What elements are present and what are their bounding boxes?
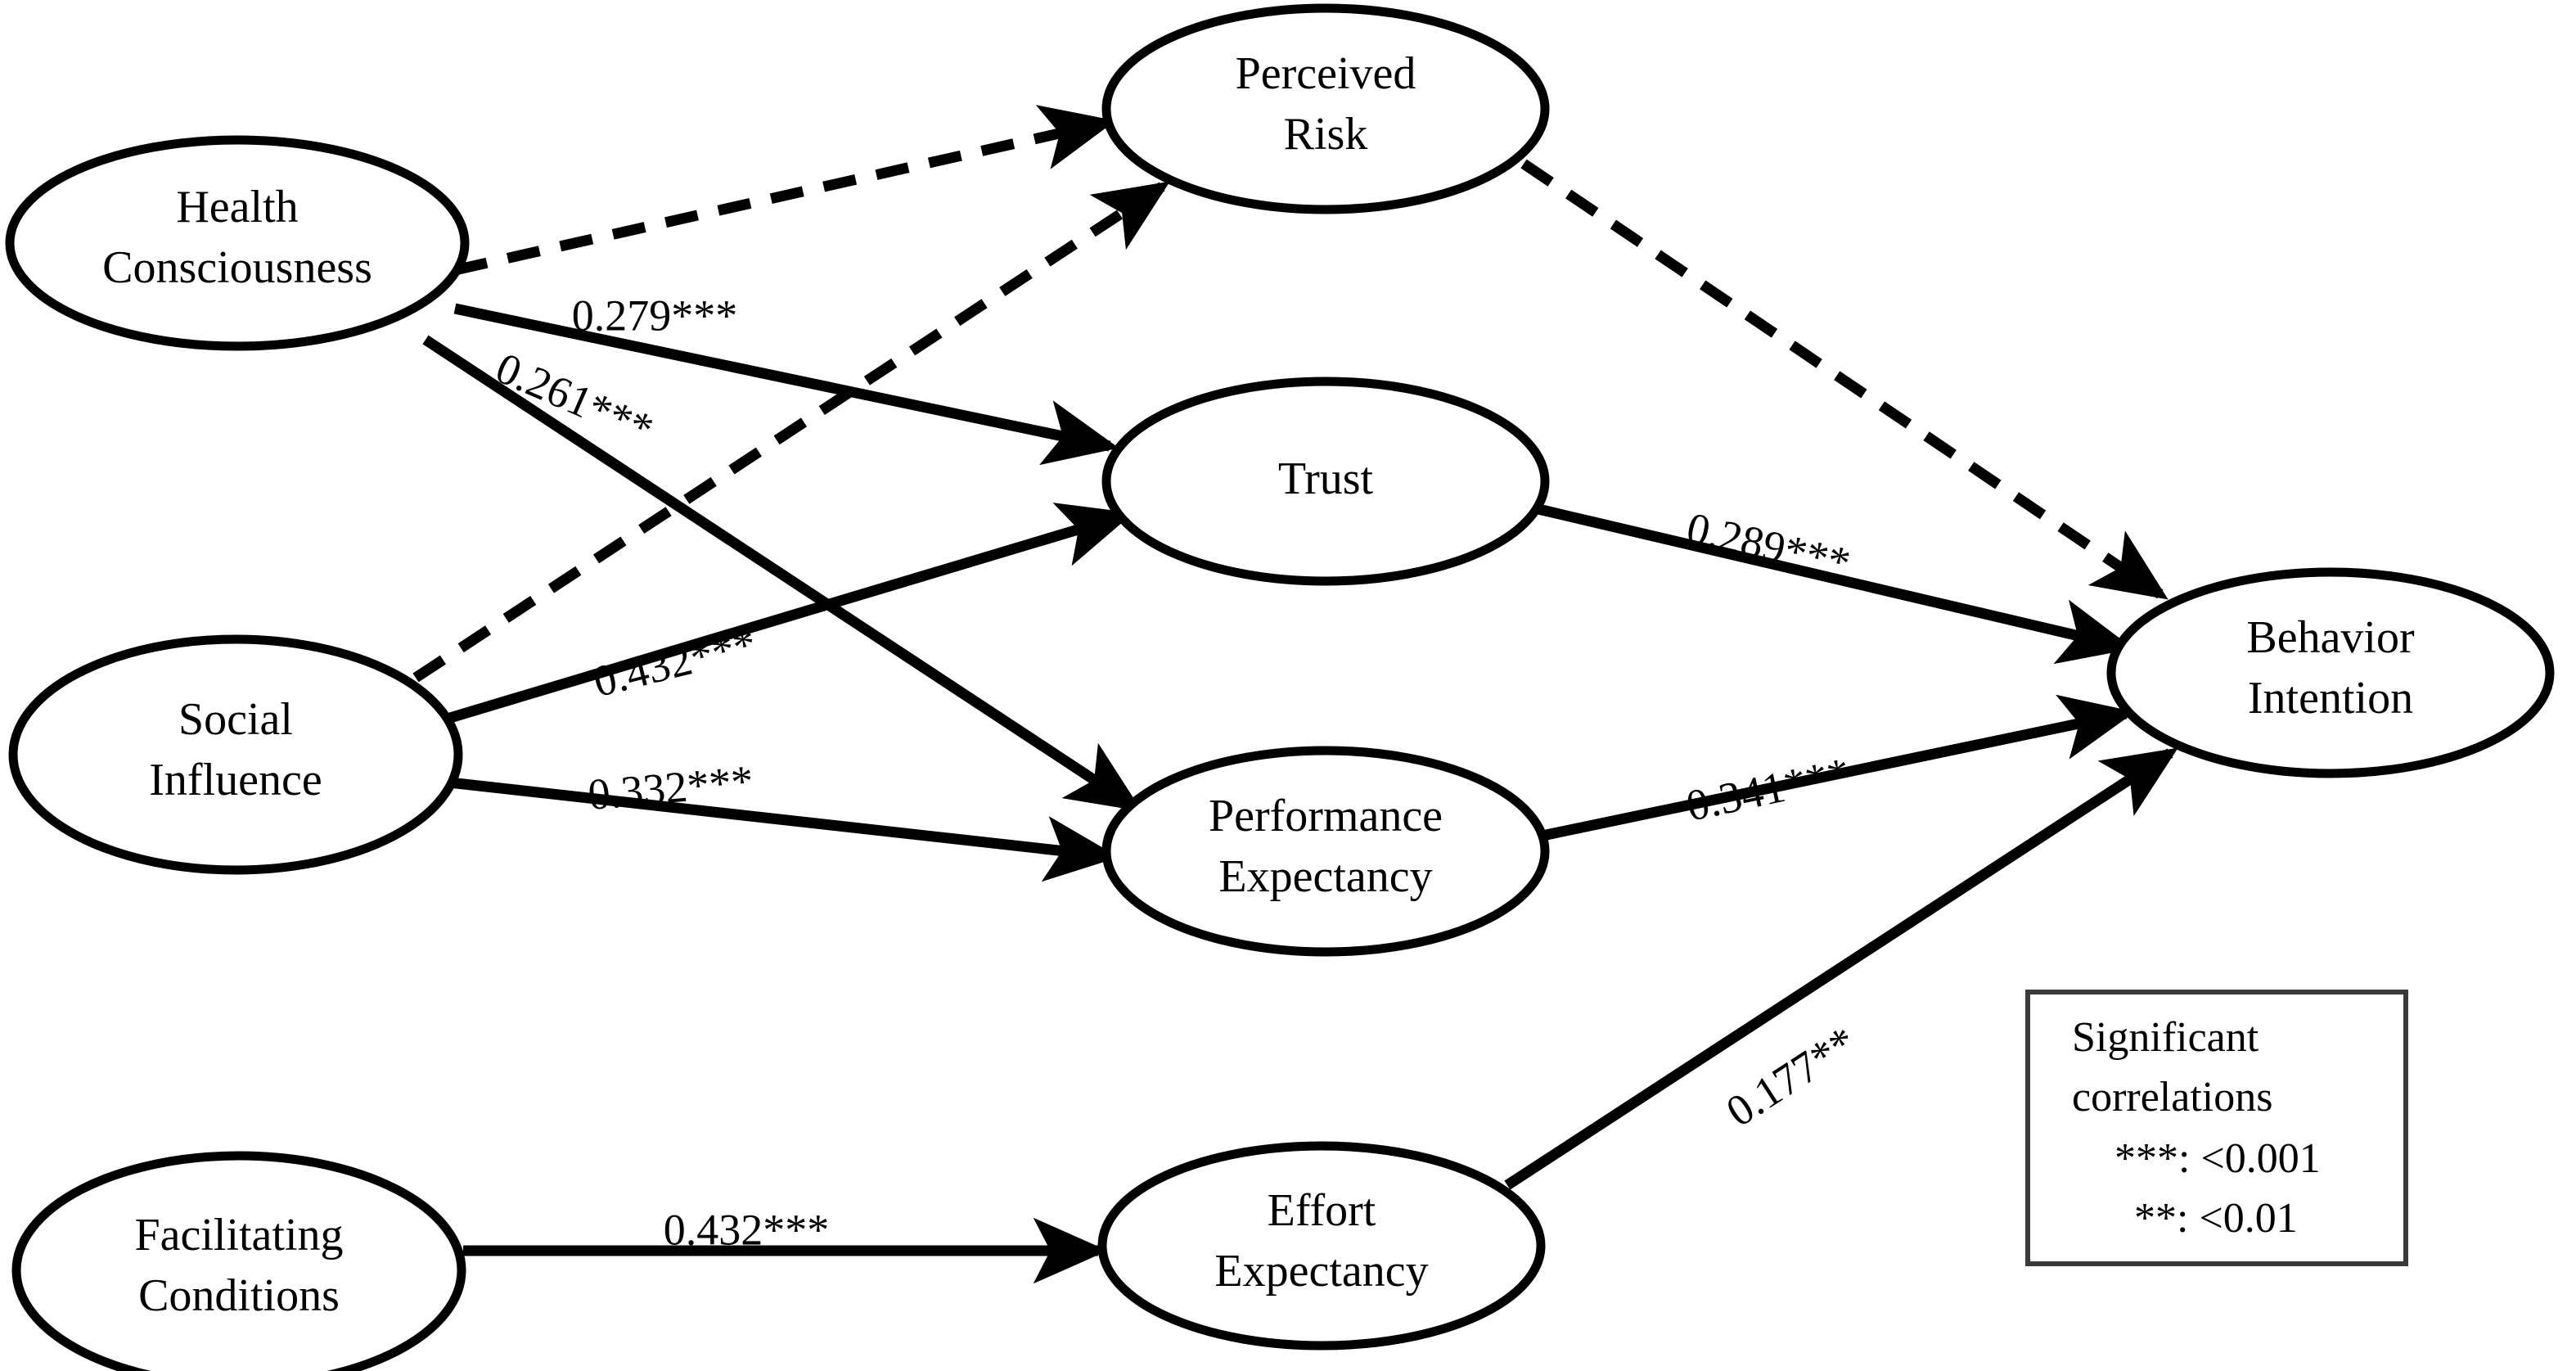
node-label-behavior-intention-line1: Behavior xyxy=(2246,612,2415,663)
node-ellipse-facilitating-conditions[interactable] xyxy=(11,1151,466,1371)
edge-label-si-trust: 0.432*** xyxy=(588,619,761,706)
edge-health-consciousness-to-trust[interactable]: 0.279*** xyxy=(453,291,1119,466)
edge-social-influence-to-performance-expectancy[interactable]: 0.332*** xyxy=(441,756,1119,882)
node-effort-expectancy[interactable]: Effort Expectancy xyxy=(1097,1141,1546,1351)
node-ellipse-social-influence[interactable] xyxy=(8,634,463,875)
node-label-health-consciousness-line1: Health xyxy=(176,182,298,232)
edge-label-fc-effort-expectancy: 0.432*** xyxy=(664,1205,830,1254)
edge-health-consciousness-to-performance-expectancy[interactable]: 0.261*** xyxy=(422,335,1142,812)
legend-item-p001: ***: <0.001 xyxy=(2114,1135,2321,1182)
legend-title-line1: Significant xyxy=(2072,1014,2259,1061)
edge-label-performance-expectancy-behavior-intention: 0.341*** xyxy=(1682,748,1855,831)
node-label-health-consciousness-line2: Consciousness xyxy=(102,242,372,293)
node-facilitating-conditions[interactable]: Facilitating Conditions xyxy=(11,1151,466,1371)
node-label-social-influence-line2: Influence xyxy=(149,755,322,805)
edge-trust-to-behavior-intention[interactable]: 0.289*** xyxy=(1537,503,2134,665)
edge-social-influence-to-perceived-risk[interactable] xyxy=(412,181,1170,683)
edge-label-hc-trust: 0.279*** xyxy=(572,291,738,340)
node-label-facilitating-conditions-line2: Conditions xyxy=(138,1270,340,1321)
edge-social-influence-to-trust[interactable]: 0.432*** xyxy=(440,503,1134,726)
node-ellipse-health-consciousness[interactable] xyxy=(5,135,470,351)
legend-title-line2: correlations xyxy=(2072,1074,2272,1121)
legend-box-border xyxy=(2025,990,2408,1266)
node-ellipse-behavior-intention[interactable] xyxy=(2106,567,2555,778)
node-perceived-risk[interactable]: Perceived Risk xyxy=(1101,3,1550,214)
node-ellipse-performance-expectancy[interactable] xyxy=(1101,746,1550,957)
node-label-facilitating-conditions-line1: Facilitating xyxy=(134,1210,343,1261)
edge-perceived-risk-to-behavior-intention[interactable] xyxy=(1520,159,2168,600)
node-label-trust-line1: Trust xyxy=(1278,453,1374,504)
edge-facilitating-conditions-to-effort-expectancy[interactable]: 0.432*** xyxy=(463,1205,1108,1284)
legend: Significant correlations ***: <0.001 **:… xyxy=(2025,990,2408,1266)
legend-item-p01: **: <0.01 xyxy=(2134,1195,2298,1242)
node-ellipse-effort-expectancy[interactable] xyxy=(1097,1141,1546,1351)
edge-health-consciousness-to-perceived-risk[interactable] xyxy=(453,105,1116,276)
node-label-social-influence-line1: Social xyxy=(178,694,293,745)
node-label-behavior-intention-line2: Intention xyxy=(2248,673,2413,724)
node-label-perceived-risk-line1: Perceived xyxy=(1236,48,1416,99)
node-trust[interactable]: Trust xyxy=(1101,377,1550,586)
node-label-effort-expectancy-line1: Effort xyxy=(1268,1185,1376,1236)
node-ellipse-perceived-risk[interactable] xyxy=(1101,3,1550,214)
node-performance-expectancy[interactable]: Performance Expectancy xyxy=(1101,746,1550,957)
node-label-effort-expectancy-line2: Expectancy xyxy=(1214,1246,1428,1297)
node-social-influence[interactable]: Social Influence xyxy=(8,634,463,875)
node-label-performance-expectancy-line2: Expectancy xyxy=(1218,851,1432,902)
node-health-consciousness[interactable]: Health Consciousness xyxy=(5,135,470,351)
node-ellipse-trust[interactable] xyxy=(1101,377,1550,586)
node-label-performance-expectancy-line1: Performance xyxy=(1209,791,1443,841)
node-behavior-intention[interactable]: Behavior Intention xyxy=(2106,567,2555,778)
edge-label-trust-behavior-intention: 0.289*** xyxy=(1682,503,1855,589)
edge-performance-expectancy-to-behavior-intention[interactable]: 0.341*** xyxy=(1537,694,2136,842)
node-label-perceived-risk-line2: Risk xyxy=(1284,109,1368,160)
